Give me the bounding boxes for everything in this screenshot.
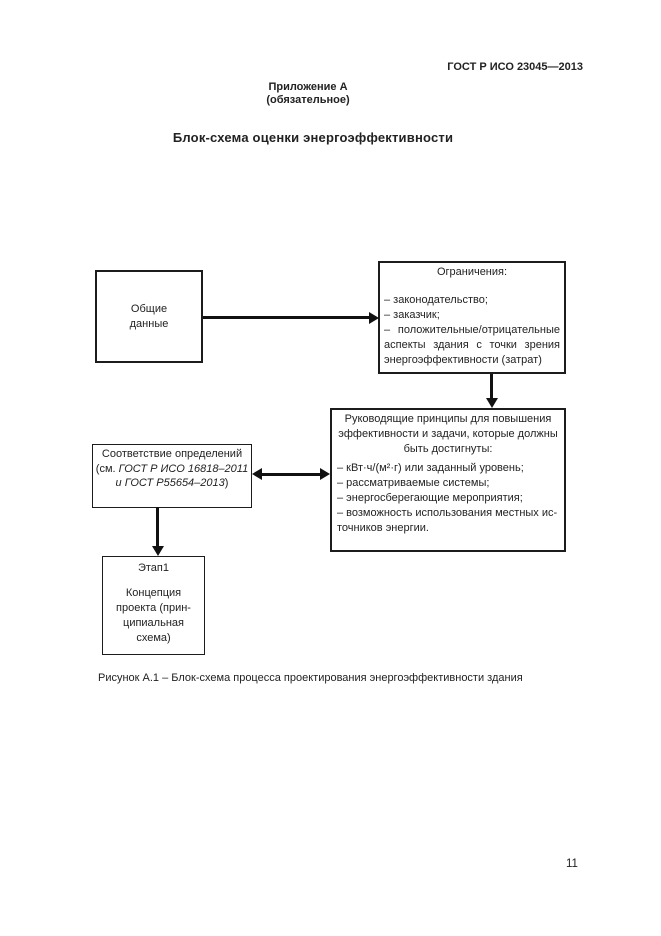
arrow-definitions-principles bbox=[261, 472, 322, 476]
arrow-general-to-constraints bbox=[203, 316, 370, 319]
stage-title: Этап1 bbox=[137, 562, 169, 574]
arrowhead-left-icon bbox=[252, 468, 262, 480]
flowchart-box-general-data: Общие данные bbox=[95, 270, 203, 363]
constraints-justified-item: – положительные/отрицательные аспекты зд… bbox=[384, 324, 560, 366]
principles-title: Руководящие принципы для повышения эффек… bbox=[338, 413, 558, 455]
flowchart-box-definitions: Соответствие определений (см. ГОСТ Р ИСО… bbox=[92, 444, 252, 508]
arrowhead-right-icon bbox=[369, 311, 379, 324]
arrow-definitions-to-stage bbox=[156, 507, 159, 547]
arrowhead-down-icon bbox=[485, 398, 498, 408]
definitions-ref-line-2: и ГОСТ Р55654–2013) bbox=[115, 477, 229, 489]
arrowhead-right-icon bbox=[320, 468, 330, 480]
stage-body: Концепция проекта (прин- ципиальная схем… bbox=[116, 587, 191, 644]
appendix-heading: Приложение А (обязательное) bbox=[266, 81, 350, 106]
arrow-constraints-to-principles bbox=[490, 374, 493, 399]
flowchart-box-stage1: Этап1 Концепция проекта (прин- ципиальна… bbox=[102, 556, 205, 655]
flowchart-box-principles: Руководящие принципы для повышения эффек… bbox=[330, 408, 566, 552]
flowchart-box-constraints: Ограничения: – законодательство; – заказ… bbox=[378, 261, 566, 374]
constraints-title: Ограничения: bbox=[436, 266, 508, 278]
page-number: 11 bbox=[566, 858, 578, 870]
document-code: ГОСТ Р ИСО 23045—2013 bbox=[447, 61, 583, 73]
definitions-title: Соответствие определений bbox=[101, 448, 243, 460]
definitions-ref-line-1: (см. ГОСТ Р ИСО 16818–2011 bbox=[95, 462, 249, 475]
arrowhead-down-icon bbox=[151, 546, 164, 556]
section-title: Блок-схема оценки энергоэффективности bbox=[172, 130, 454, 145]
figure-caption: Рисунок А.1 – Блок-схема процесса проект… bbox=[98, 672, 523, 684]
constraints-items: – законодательство; – заказчик; bbox=[384, 294, 488, 321]
principles-items: – кВт·ч/(м²·г) или заданный уровень; – р… bbox=[337, 462, 558, 534]
